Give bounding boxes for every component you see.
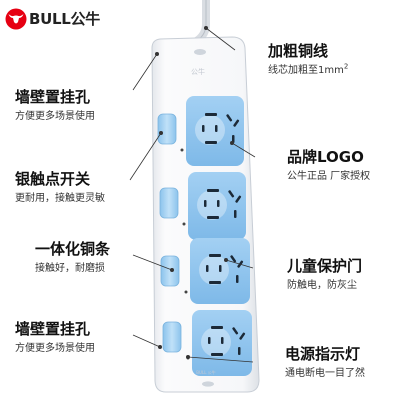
callout-title: 儿童保护门: [287, 257, 363, 275]
strip-bottom-text: BULL 公牛: [196, 369, 215, 375]
indicator-light-3: [184, 290, 188, 294]
brand-logo-text: BULL公牛: [29, 10, 100, 28]
callout-copper-strip: 一体化铜条 接触好，耐磨损: [35, 240, 110, 275]
bull-icon: [5, 8, 27, 30]
callout-wall-mount-bottom: 墙壁置挂孔 方便更多场景使用: [15, 320, 95, 355]
callout-title: 电源指示灯: [285, 345, 361, 363]
callout-title: 墙壁置挂孔: [15, 320, 91, 338]
callout-desc: 方便更多场景使用: [15, 343, 95, 354]
callout-silver-switch: 银触点开关 更耐用，接触更灵敏: [15, 170, 105, 205]
wall-mount-hole-top: [194, 49, 206, 55]
leader-line-copper-strip: [132, 254, 173, 271]
callout-desc: 防触电，防灰尘: [287, 280, 357, 291]
callout-desc: 方便更多场景使用: [15, 111, 95, 122]
callout-power-indicator: 电源指示灯 通电断电一目了然: [285, 345, 365, 380]
callout-wall-mount-top: 墙壁置挂孔 方便更多场景使用: [15, 88, 95, 123]
brand-logo: BULL公牛: [5, 6, 100, 32]
indicator-light-1: [180, 148, 184, 152]
callout-desc: 公牛正品 厂家授权: [287, 171, 371, 182]
strip-brand-mark: 公牛: [191, 67, 205, 76]
leader-line-power-indicator: [187, 356, 254, 363]
callout-title: 银触点开关: [15, 170, 91, 188]
callout-title: 加粗铜线: [268, 42, 329, 60]
leader-line-wall-mount-bottom: [132, 334, 161, 348]
indicator-light-2: [182, 222, 186, 226]
switch-3: [160, 255, 188, 294]
switch-2: [159, 187, 186, 226]
callout-desc: 线芯加粗至1mm2: [268, 62, 349, 76]
leader-line-wall-mount-top: [132, 53, 158, 91]
wall-mount-hole-bottom: [202, 381, 214, 387]
callout-desc: 通电断电一目了然: [285, 368, 365, 379]
callout-title: 一体化铜条: [35, 240, 111, 258]
callout-desc: 更耐用，接触更灵敏: [15, 193, 105, 204]
callout-thick-copper-wire: 加粗铜线 线芯加粗至1mm2: [268, 42, 348, 77]
callout-title: 墙壁置挂孔: [15, 88, 91, 106]
socket-1: [186, 96, 244, 166]
socket-2: [188, 172, 246, 240]
leader-line-silver-switch: [129, 132, 162, 181]
leader-line-brand-logo: [231, 142, 256, 158]
callout-title: 品牌LOGO: [287, 148, 364, 166]
callout-brand-logo: 品牌LOGO 公牛正品 厂家授权: [287, 148, 370, 183]
callout-child-protection: 儿童保护门 防触电，防灰尘: [287, 257, 362, 292]
leader-line-copper-wire: [205, 27, 236, 51]
socket-3: [190, 238, 250, 304]
callout-desc: 接触好，耐磨损: [35, 263, 105, 274]
socket-4: [192, 310, 252, 376]
switch-1: [157, 113, 184, 152]
leader-line-child-protection: [225, 259, 254, 269]
